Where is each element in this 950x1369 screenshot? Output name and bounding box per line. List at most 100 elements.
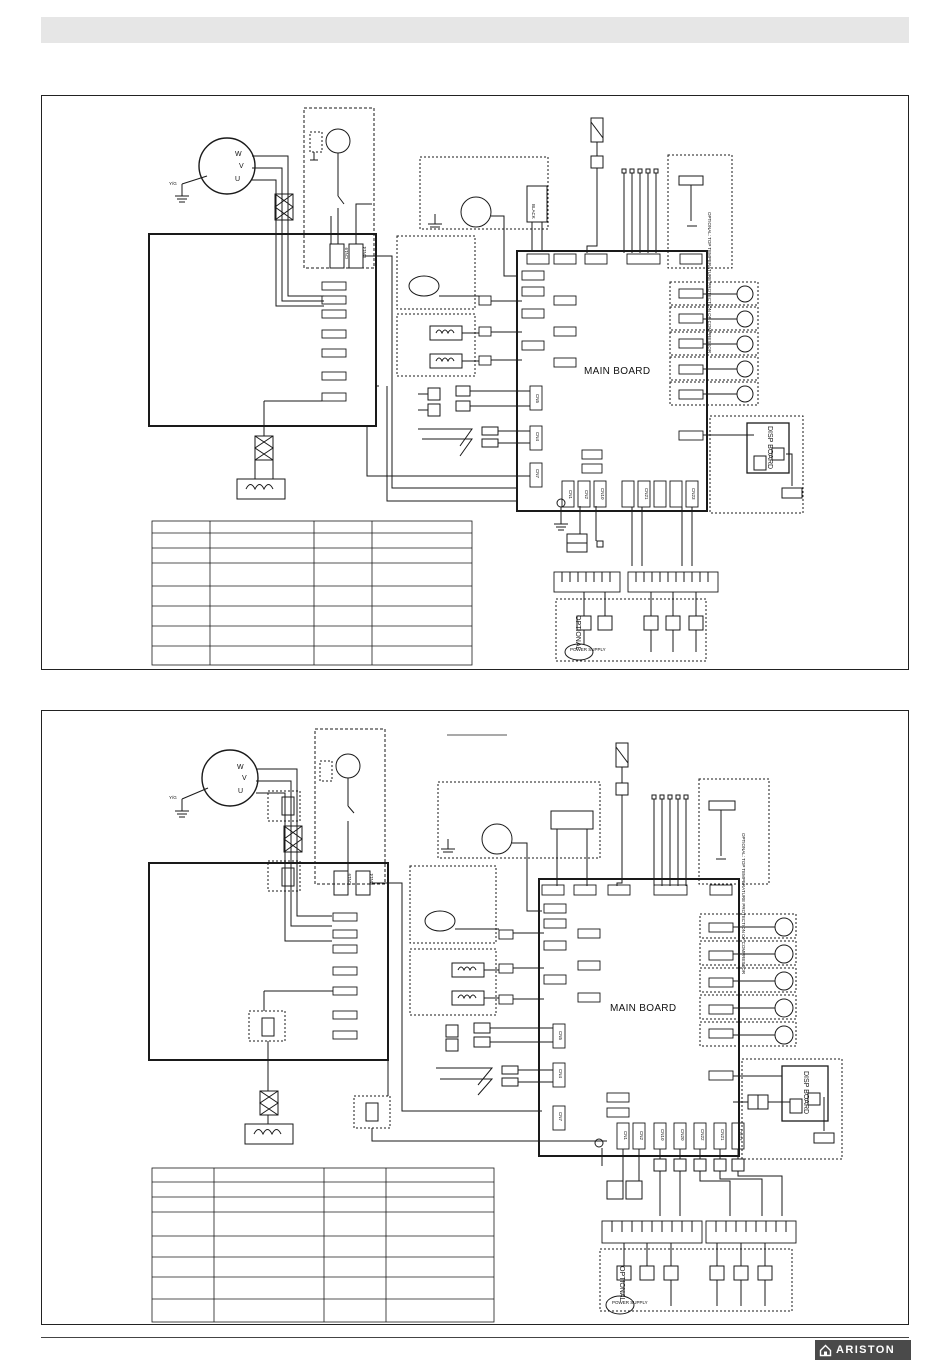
svg-text:OPTIONAL: TOP TEMPERATURE PROT: OPTIONAL: TOP TEMPERATURE PROTECTION OF … (741, 833, 746, 975)
optional-module (698, 778, 770, 885)
footer-divider (41, 1337, 909, 1338)
cable-clamp-icon (576, 615, 704, 631)
svg-text:CN1: CN1 (568, 490, 573, 499)
svg-text:CN5: CN5 (535, 394, 540, 403)
fan-motor-icon (335, 753, 361, 779)
fan-motor-icon: W V U (198, 137, 256, 195)
indoor-board-box (148, 862, 389, 1061)
sensor-probe-icon (436, 1067, 494, 1096)
main-board (516, 250, 708, 512)
svg-text:CN19: CN19 (344, 247, 349, 259)
dashed-module (314, 728, 386, 885)
svg-text:W: W (237, 764, 244, 771)
svg-text:CN14: CN14 (369, 873, 374, 885)
svg-text:CN4: CN4 (535, 432, 540, 441)
dashed-module (741, 1058, 843, 1160)
connector-icon (254, 435, 274, 461)
coil-icon (451, 990, 485, 1006)
connector-icon (259, 1090, 279, 1116)
sensor-icon (408, 275, 440, 297)
header-bar (41, 17, 909, 43)
power-supply-label: POWER SUPPLY (570, 647, 606, 652)
connector-icon (566, 533, 604, 553)
dashed-module (396, 235, 476, 310)
optional-motor-icon (699, 913, 797, 1047)
svg-text:CN7: CN7 (535, 469, 540, 478)
svg-text:BLACK: BLACK (531, 204, 536, 219)
motor-terminal-v: V (239, 163, 244, 170)
disp-board (746, 422, 790, 474)
ground-icon: Y/G (169, 175, 208, 203)
svg-text:CN5: CN5 (558, 1031, 563, 1040)
optional-module (267, 790, 301, 822)
optional-module (599, 1248, 793, 1312)
svg-text:CN10: CN10 (660, 1129, 665, 1141)
coil-icon (429, 353, 463, 369)
ground-icon: Y/G (169, 787, 209, 818)
power-supply-icon (605, 1295, 635, 1315)
sensor-probe-icon (418, 428, 473, 457)
wiring-diagram-1: W V U Y/G CN19 CN14 (41, 95, 909, 670)
svg-text:CN2: CN2 (584, 490, 589, 499)
connector-icon (283, 825, 303, 853)
svg-text:CN20: CN20 (680, 1129, 685, 1141)
connector-icon (747, 1094, 769, 1110)
dashed-module (709, 415, 804, 514)
svg-text:Y/G: Y/G (169, 795, 177, 800)
compressor-icon (460, 196, 492, 228)
indoor-board-box (148, 233, 377, 427)
svg-text:CN2: CN2 (639, 1131, 644, 1140)
cable-clamp-icon (365, 1102, 379, 1122)
connector-icon (473, 1022, 491, 1048)
disp-board-label: DISP BOARD (766, 426, 773, 469)
cable-clamp-icon (616, 1265, 773, 1281)
svg-text:CN21: CN21 (720, 1129, 725, 1141)
house-icon (819, 1344, 832, 1356)
svg-text:CN23: CN23 (691, 488, 696, 500)
svg-text:MAIN BOARD: MAIN BOARD (610, 1003, 676, 1014)
dashed-module (409, 865, 497, 944)
main-board-label: MAIN BOARD (584, 366, 650, 377)
sensor-icon (445, 1024, 459, 1052)
svg-text:CN4: CN4 (558, 1069, 563, 1078)
svg-text:OPTIONAL: OPTIONAL (618, 1266, 625, 1302)
dashed-module (437, 781, 601, 859)
optional-module (667, 154, 733, 269)
relay-box (526, 185, 548, 223)
svg-text:OPTIONAL: TOP TEMPERATURE PROT: OPTIONAL: TOP TEMPERATURE PROTECTION OF … (707, 212, 712, 354)
sensor-icon (424, 910, 456, 932)
svg-text:CN10: CN10 (600, 488, 605, 500)
svg-text:CN23: CN23 (738, 1129, 743, 1141)
terminal-block (601, 1220, 797, 1244)
power-supply-icon (564, 643, 594, 661)
svg-text:CN1: CN1 (623, 1131, 628, 1140)
motor-terminal-u: U (235, 176, 240, 183)
fan-motor-icon (325, 128, 351, 154)
coil-icon (429, 325, 463, 341)
ground-label: Y/G (169, 181, 177, 186)
svg-text:CN22: CN22 (700, 1129, 705, 1141)
compressor-icon (481, 823, 513, 855)
svg-text:CN19: CN19 (347, 873, 352, 885)
receiver-icon (733, 1075, 835, 1144)
heater-icon (236, 478, 286, 500)
legend-table (151, 520, 473, 666)
relay-box (550, 810, 594, 830)
cable-clamp-icon (261, 1017, 275, 1037)
optional-module (353, 1095, 391, 1129)
svg-text:DISP BOARD: DISP BOARD (802, 1071, 809, 1114)
brand-name: ARISTON (836, 1344, 896, 1356)
coil-icon (451, 962, 485, 978)
connector-icon (274, 193, 294, 221)
svg-text:POWER SUPPLY: POWER SUPPLY (612, 1300, 648, 1305)
sensor-icon (427, 387, 441, 417)
optional-label: OPTIONAL (574, 615, 581, 651)
disp-board (781, 1065, 829, 1122)
svg-text:V: V (242, 775, 247, 782)
legend-table (151, 1167, 495, 1323)
svg-text:U: U (238, 788, 243, 795)
fan-motor-icon: W V U (201, 749, 259, 807)
connector-icon (455, 385, 471, 412)
cable-clamp-icon (281, 867, 295, 887)
svg-text:CN14: CN14 (362, 246, 367, 258)
